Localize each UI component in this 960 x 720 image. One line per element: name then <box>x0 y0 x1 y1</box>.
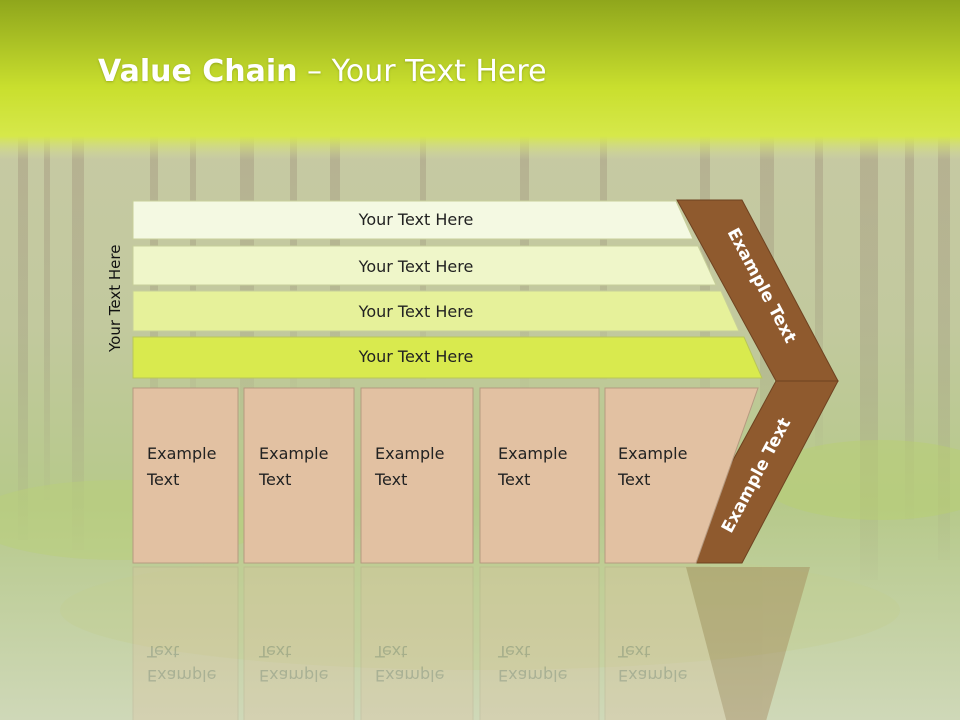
diagram-reflection: Example Text Example Text Example Text E… <box>132 566 810 720</box>
bar-4[interactable] <box>132 336 763 379</box>
svg-text:Text: Text <box>617 642 650 661</box>
svg-text:Text: Text <box>497 642 530 661</box>
svg-text:Text: Text <box>258 642 291 661</box>
cell-3[interactable] <box>360 387 474 564</box>
slide-title: Value Chain – Your Text Here <box>98 54 547 89</box>
cell-2-line2: Text <box>258 470 291 489</box>
title-rest: – Your Text Here <box>297 54 547 89</box>
svg-text:Example: Example <box>259 666 328 685</box>
cell-4-line2: Text <box>497 470 530 489</box>
cell-2-line1: Example <box>259 444 328 463</box>
svg-text:Example: Example <box>498 666 567 685</box>
svg-text:Text: Text <box>146 642 179 661</box>
svg-text:Example: Example <box>375 666 444 685</box>
bar-1[interactable] <box>132 200 694 240</box>
cell-1-line2: Text <box>146 470 179 489</box>
cell-3-line2: Text <box>374 470 407 489</box>
svg-text:Example: Example <box>147 666 216 685</box>
bar-4-label: Your Text Here <box>358 347 474 366</box>
cell-5-line1: Example <box>618 444 687 463</box>
svg-text:Text: Text <box>374 642 407 661</box>
bar-3[interactable] <box>132 290 740 332</box>
cell-4[interactable] <box>479 387 600 564</box>
bar-1-label: Your Text Here <box>358 210 474 229</box>
cell-4-line1: Example <box>498 444 567 463</box>
cell-3-line1: Example <box>375 444 444 463</box>
cell-1[interactable] <box>132 387 239 564</box>
bar-2[interactable] <box>132 245 717 286</box>
cell-5-line2: Text <box>617 470 650 489</box>
bar-3-label: Your Text Here <box>358 302 474 321</box>
cell-5[interactable] <box>604 387 759 564</box>
bar-2-label: Your Text Here <box>358 257 474 276</box>
svg-text:Example: Example <box>618 666 687 685</box>
cell-2[interactable] <box>243 387 355 564</box>
title-bold: Value Chain <box>98 54 298 89</box>
cell-1-line1: Example <box>147 444 216 463</box>
